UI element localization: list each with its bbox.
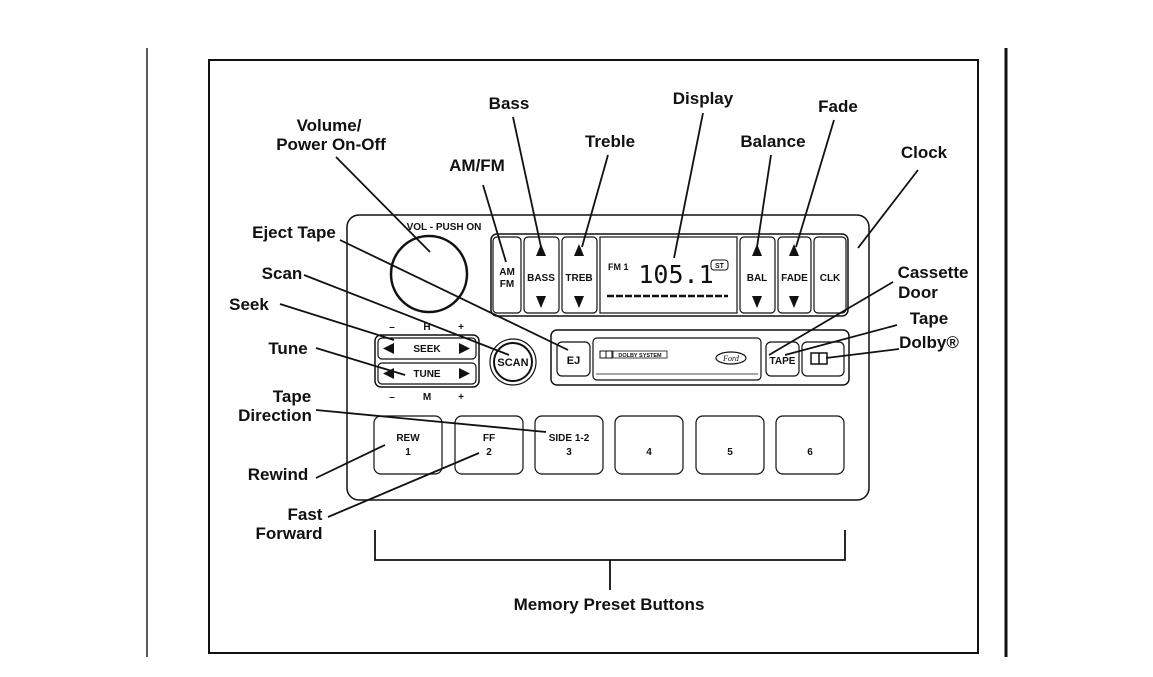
eject-button[interactable]: EJ [556, 341, 591, 377]
callout-treble: Treble [585, 132, 635, 151]
preset-number: 6 [807, 447, 813, 458]
treble-button[interactable]: TREB [561, 236, 598, 314]
callout-cassette-door-line-1: Cassette [898, 263, 969, 282]
fade-down-arrow-icon [789, 296, 799, 308]
seek-back-arrow-icon [383, 343, 394, 354]
scan-button[interactable]: SCAN [489, 338, 537, 386]
bass-label: BASS [527, 273, 555, 284]
leader-lines [279, 112, 919, 518]
am-label: AM [499, 267, 515, 278]
fade-button[interactable]: FADE [777, 236, 812, 314]
treble-up-arrow-icon [574, 244, 584, 256]
callout-fast-forward-line-2: Forward [255, 524, 322, 543]
callout-eject-tape: Eject Tape [252, 223, 336, 242]
callout-memory-preset-buttons: Memory Preset Buttons [514, 595, 705, 614]
seek-hour-label: H [423, 322, 430, 333]
callout-clock: Clock [901, 143, 948, 162]
tune-minute-label: M [423, 392, 431, 403]
callout-fade: Fade [818, 97, 858, 116]
volume-label: VOL - PUSH ON [407, 222, 482, 233]
callout-tape-direction-line-1: Tape [273, 387, 311, 406]
preset-button[interactable]: 5 [695, 415, 765, 475]
callout-display: Display [673, 89, 734, 108]
eject-label: EJ [567, 355, 580, 367]
preset-number: 4 [646, 447, 652, 458]
tape-button[interactable]: TAPE [765, 341, 800, 377]
seek-plus-label: + [458, 322, 464, 333]
treble-label: TREB [565, 273, 592, 284]
preset-button[interactable]: 4 [614, 415, 684, 475]
balance-button[interactable]: BAL [739, 236, 776, 314]
figure-frame [208, 59, 979, 654]
preset-button[interactable]: 6 [775, 415, 845, 475]
stereo-label: ST [715, 263, 725, 270]
callout-volume-line-2: Power On-Off [276, 135, 386, 154]
dolby-system-label: DOLBY SYSTEM [618, 353, 662, 359]
tune-minus-label: – [389, 392, 395, 403]
clock-label: CLK [820, 273, 841, 284]
display-panel: FM 1 105.1 ST [599, 236, 738, 314]
balance-up-arrow-icon [752, 244, 762, 256]
callout-dolby: Dolby® [899, 333, 959, 352]
frequency-readout: 105.1 [638, 260, 713, 289]
seek-minus-label: – [389, 322, 395, 333]
ford-logo-icon [715, 351, 747, 365]
volume-knob[interactable] [389, 234, 469, 314]
cassette-door[interactable]: DOLBY SYSTEM Ford [592, 337, 762, 381]
scan-label: SCAN [497, 357, 528, 369]
tune-plus-label: + [458, 392, 464, 403]
callout-cassette-door-line-2: Door [898, 283, 938, 302]
band-readout: FM 1 [608, 262, 629, 272]
fade-label: FADE [781, 273, 808, 284]
bass-button[interactable]: BASS [523, 236, 560, 314]
fade-up-arrow-icon [789, 244, 799, 256]
preset-top-label: FF [483, 433, 495, 444]
preset-button[interactable]: REW 1 [373, 415, 443, 475]
preset-bracket [374, 530, 846, 561]
callout-tape-direction-line-2: Direction [238, 406, 312, 425]
tune-rocker[interactable]: TUNE [377, 362, 477, 385]
fm-label: FM [500, 279, 514, 290]
preset-number: 3 [566, 447, 572, 458]
preset-number: 5 [727, 447, 733, 458]
tape-label: TAPE [770, 356, 796, 367]
balance-down-arrow-icon [752, 296, 762, 308]
treble-down-arrow-icon [574, 296, 584, 308]
tune-label: TUNE [413, 369, 441, 380]
ford-logo-text: Ford [722, 354, 740, 363]
callout-scan: Scan [262, 264, 303, 283]
stereo-indicator [710, 259, 729, 271]
dolby-button[interactable] [801, 341, 845, 377]
callout-rewind: Rewind [248, 465, 308, 484]
callout-seek: Seek [229, 295, 269, 314]
tune-up-arrow-icon [459, 368, 470, 379]
preset-number: 2 [486, 447, 492, 458]
am-fm-button[interactable]: AM FM [492, 236, 522, 314]
callout-tape: Tape [910, 309, 948, 328]
bass-up-arrow-icon [536, 244, 546, 256]
callout-tune: Tune [268, 339, 307, 358]
callout-fast-forward-line-1: Fast [288, 505, 323, 524]
callout-volume-line-1: Volume/ [297, 116, 362, 135]
balance-label: BAL [747, 273, 768, 284]
seek-forward-arrow-icon [459, 343, 470, 354]
preset-button[interactable]: SIDE 1-2 3 [534, 415, 604, 475]
preset-button[interactable]: FF 2 [454, 415, 524, 475]
clock-button[interactable]: CLK [813, 236, 847, 314]
seek-rocker[interactable]: SEEK [377, 337, 477, 360]
callout-am-fm: AM/FM [449, 156, 505, 175]
preset-top-label: REW [396, 433, 420, 444]
bass-down-arrow-icon [536, 296, 546, 308]
seek-label: SEEK [413, 344, 441, 355]
callout-bass: Bass [489, 94, 530, 113]
preset-top-label: SIDE 1-2 [549, 433, 590, 444]
preset-number: 1 [405, 447, 411, 458]
callout-balance: Balance [740, 132, 805, 151]
